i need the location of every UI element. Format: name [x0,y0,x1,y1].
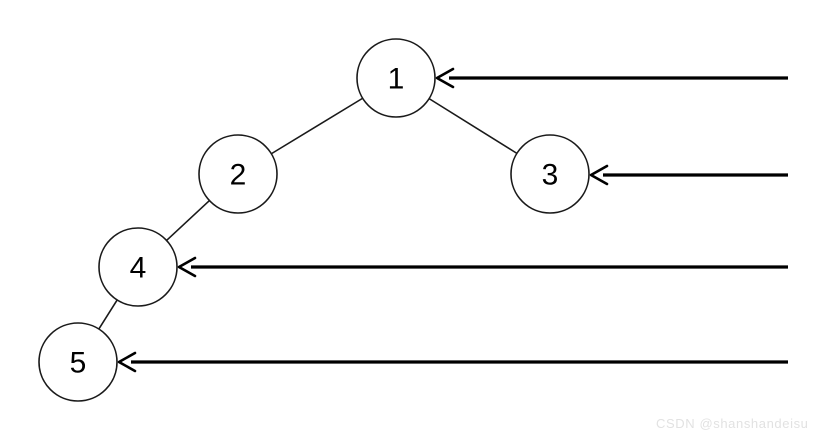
tree-nodes-layer: 1 2 3 4 5 [38,38,590,402]
node-label: 2 [230,159,247,192]
tree-node-5[interactable]: 5 [38,322,118,402]
node-circle [198,134,278,214]
node-circle [510,134,590,214]
tree-edge-n1-n3 [428,97,518,155]
tree-edge-n4-n5 [98,299,118,330]
pointer-arrow-to-n5 [117,351,788,373]
node-circle [98,227,178,307]
watermark-label: CSDN @shanshandeisu [656,416,809,431]
pointer-arrows-layer [117,67,788,373]
arrowhead-icon [177,256,197,278]
arrowhead-icon [117,351,137,373]
pointer-arrow-to-n3 [589,164,788,186]
tree-node-1[interactable]: 1 [356,38,436,118]
node-label: 4 [130,252,147,285]
node-label: 3 [542,159,559,192]
node-label: 1 [388,63,405,96]
arrowhead-icon [435,67,455,89]
pointer-arrow-to-n4 [177,256,788,278]
tree-node-2[interactable]: 2 [198,134,278,214]
node-circle [38,322,118,402]
node-circle [356,38,436,118]
arrowhead-icon [589,164,609,186]
tree-node-3[interactable]: 3 [510,134,590,214]
tree-node-4[interactable]: 4 [98,227,178,307]
tree-edge-n2-n4 [165,199,211,242]
node-label: 5 [70,347,87,380]
pointer-arrow-to-n1 [435,67,788,89]
tree-edges-layer [98,97,518,330]
tree-edge-n1-n2 [270,97,364,155]
